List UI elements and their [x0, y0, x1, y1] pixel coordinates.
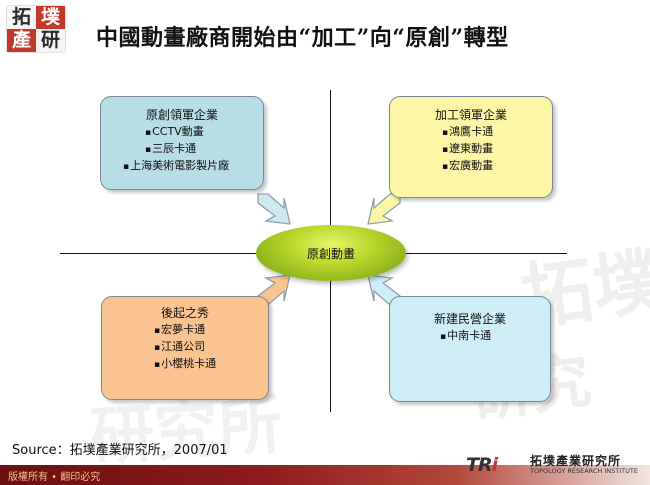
quadrant-processing-leaders: 加工領軍企業 鴻鷹卡通 遼東動畫 宏廣動畫 [389, 96, 553, 198]
arrow-top-left [257, 193, 291, 225]
tri-mark-letters: TR [466, 454, 493, 476]
center-node: 原創動畫 [256, 225, 406, 281]
quadrant-rising-stars: 後起之秀 宏夢卡通 江通公司 小櫻桃卡通 [101, 296, 269, 400]
logo-char: 產 [7, 29, 36, 52]
arrow-top-right [367, 193, 401, 225]
footer-bar: 版權所有 • 翻印必究 [0, 465, 650, 485]
logo-char: 拓 [11, 6, 31, 28]
list-item: 鴻鷹卡通 [442, 124, 552, 141]
copyright-notice: 版權所有 • 翻印必究 [8, 472, 101, 483]
list-item: CCTV動畫 [123, 124, 263, 141]
center-label: 原創動畫 [306, 246, 355, 261]
quadrant-title: 新建民營企業 [433, 312, 506, 326]
brand-logo: 拓 墣 產 研 [6, 5, 66, 53]
quadrant-new-private: 新建民營企業 中南卡通 [389, 296, 551, 402]
list-item: 宏夢卡通 [154, 322, 268, 339]
list-item: 三辰卡通 [123, 141, 263, 158]
list-item: 江通公司 [154, 339, 268, 356]
slide-title: 中國動畫廠商開始由“加工”向“原創”轉型 [96, 25, 509, 51]
institute-logo: TRi 拓墣產業研究所 TOPOLOGY RESEARCH INSTITUTE [466, 454, 646, 478]
tri-mark: TRi [466, 454, 498, 476]
quadrant-title: 原創領軍企業 [145, 108, 218, 122]
list-item: 宏廣動畫 [442, 158, 552, 175]
tri-mark-accent: i [491, 454, 498, 476]
institute-name-cn: 拓墣產業研究所 [530, 454, 622, 468]
logo-char: 研 [40, 29, 60, 51]
quadrant-title: 後起之秀 [160, 306, 209, 320]
list-item: 中南卡通 [440, 328, 550, 345]
quadrant-title: 加工領軍企業 [434, 108, 507, 122]
source-citation: Source：拓墣產業研究所，2007/01 [12, 443, 228, 458]
logo-char: 墣 [36, 6, 65, 29]
list-item: 遼東動畫 [442, 141, 552, 158]
quadrant-original-leaders: 原創領軍企業 CCTV動畫 三辰卡通 上海美術電影製片廠 [100, 96, 264, 190]
list-item: 上海美術電影製片廠 [123, 158, 263, 175]
institute-name-en: TOPOLOGY RESEARCH INSTITUTE [530, 467, 638, 475]
list-item: 小櫻桃卡通 [154, 356, 268, 373]
